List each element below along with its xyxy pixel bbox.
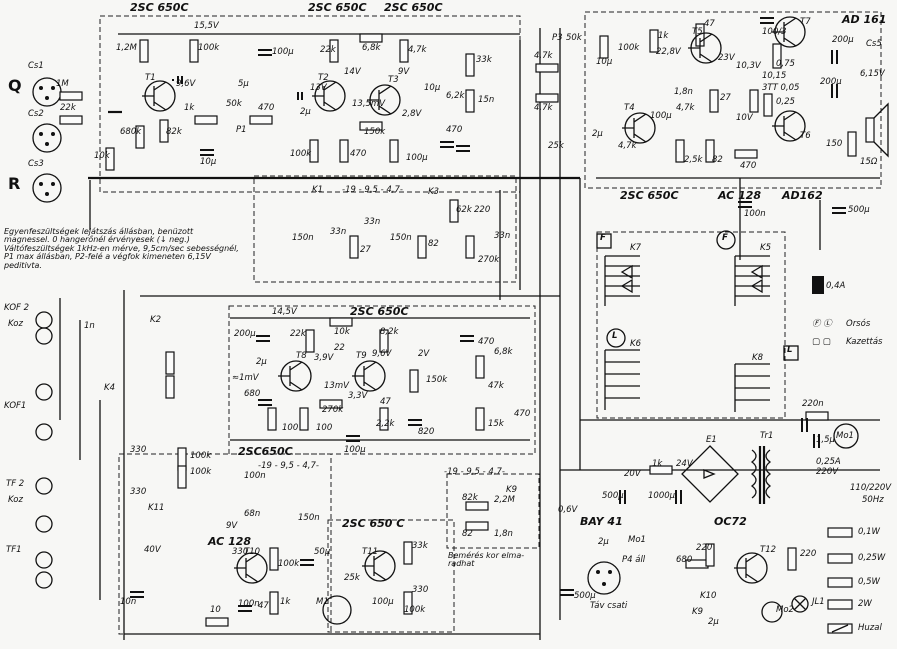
module-power-amp — [584, 11, 882, 189]
module-k3-switch — [253, 175, 517, 283]
jack-kof1 — [35, 383, 53, 441]
legend-wattage-symbols — [827, 527, 853, 634]
relay-k8 — [734, 363, 770, 412]
connector-cs3 — [32, 173, 62, 203]
module-selector — [596, 231, 786, 419]
jack-kof2 — [35, 311, 53, 345]
jack-tf2 — [35, 477, 53, 533]
relay-k7 — [604, 255, 640, 306]
module-lower-center — [327, 519, 455, 633]
marker-l — [606, 328, 626, 348]
lamp-jl1 — [791, 595, 809, 613]
power-transformer — [750, 446, 772, 504]
module-lower-left — [118, 453, 332, 635]
speaker — [865, 102, 889, 158]
bridge-rectifier — [681, 445, 739, 503]
module-top-left — [99, 15, 521, 193]
marker-f-square — [596, 233, 612, 249]
relay-k6 — [604, 349, 640, 410]
bus-lines — [59, 28, 880, 640]
motor-mo1 — [833, 423, 859, 449]
transistors — [142, 16, 806, 584]
module-k9-switch — [446, 473, 540, 549]
socket-bay41 — [587, 561, 621, 595]
connector-cs1 — [32, 77, 62, 107]
motor-mo2 — [761, 601, 783, 623]
module-mid-center — [228, 305, 536, 455]
resistors — [59, 23, 857, 627]
connector-cs2 — [32, 123, 62, 153]
fuse — [812, 276, 824, 294]
meter-m1 — [322, 595, 352, 625]
marker-l-square — [783, 345, 799, 361]
marker-f — [716, 230, 736, 250]
capacitors — [130, 17, 846, 612]
relay-k5 — [734, 255, 770, 306]
jack-tf1 — [35, 551, 53, 589]
